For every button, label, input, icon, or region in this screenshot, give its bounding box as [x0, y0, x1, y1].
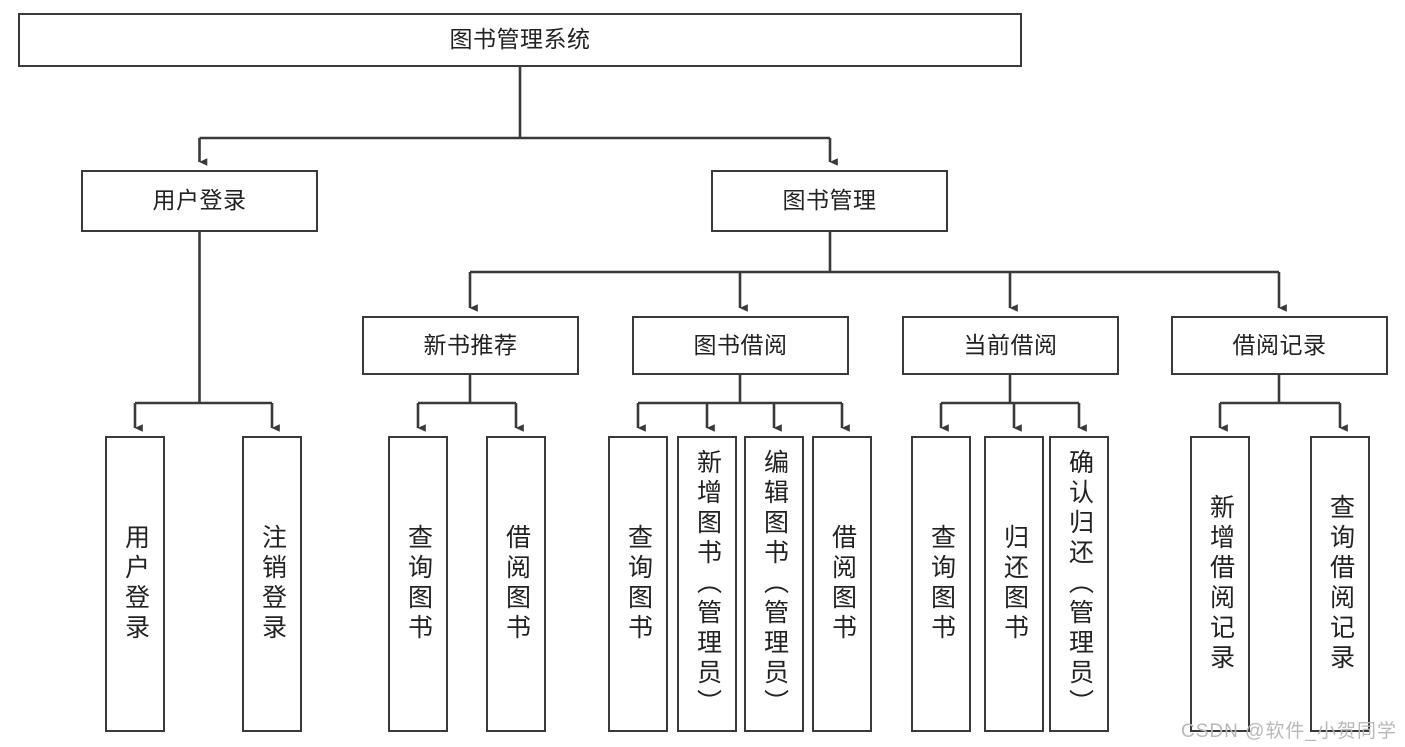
node-leaf-add-book-label: 新增图书（管理员） [693, 449, 722, 719]
node-leaf-confirm-return-label: 确认归还（管理员） [1065, 449, 1094, 719]
node-leaf-borrow-book-2-label: 借阅图书 [828, 524, 857, 644]
node-current-borrow[interactable]: 当前借阅 [902, 316, 1119, 375]
node-leaf-return-book[interactable]: 归还图书 [984, 436, 1044, 732]
node-leaf-edit-book-label: 编辑图书（管理员） [760, 449, 789, 719]
node-leaf-query-record-label: 查询借阅记录 [1326, 494, 1355, 674]
node-leaf-borrow-book-2[interactable]: 借阅图书 [812, 436, 872, 732]
node-leaf-add-record[interactable]: 新增借阅记录 [1190, 436, 1250, 732]
node-leaf-query-book-1[interactable]: 查询图书 [388, 436, 448, 732]
node-leaf-query-record[interactable]: 查询借阅记录 [1310, 436, 1370, 732]
node-user-login[interactable]: 用户登录 [81, 170, 318, 232]
node-leaf-edit-book[interactable]: 编辑图书（管理员） [744, 436, 804, 732]
node-user-login-label: 用户登录 [152, 187, 247, 214]
node-leaf-logout-label: 注销登录 [258, 524, 287, 644]
node-leaf-query-book-3[interactable]: 查询图书 [911, 436, 971, 732]
node-root[interactable]: 图书管理系统 [18, 13, 1022, 67]
node-leaf-add-book[interactable]: 新增图书（管理员） [677, 436, 737, 732]
node-leaf-user-login-label: 用户登录 [121, 524, 150, 644]
node-current-borrow-label: 当前借阅 [963, 331, 1058, 358]
node-leaf-confirm-return[interactable]: 确认归还（管理员） [1049, 436, 1109, 732]
node-leaf-query-book-1-label: 查询图书 [404, 524, 433, 644]
node-leaf-logout[interactable]: 注销登录 [242, 436, 302, 732]
node-borrow-record-label: 借阅记录 [1232, 331, 1327, 358]
node-leaf-query-book-2-label: 查询图书 [624, 524, 653, 644]
node-book-manage-label: 图书管理 [782, 187, 877, 214]
node-new-book-rec[interactable]: 新书推荐 [362, 316, 579, 375]
node-leaf-add-record-label: 新增借阅记录 [1206, 494, 1235, 674]
node-new-book-rec-label: 新书推荐 [423, 331, 518, 358]
node-book-borrow[interactable]: 图书借阅 [632, 316, 849, 375]
node-leaf-borrow-book-1[interactable]: 借阅图书 [486, 436, 546, 732]
node-leaf-query-book-3-label: 查询图书 [927, 524, 956, 644]
node-borrow-record[interactable]: 借阅记录 [1171, 316, 1388, 375]
node-leaf-return-book-label: 归还图书 [1000, 524, 1029, 644]
node-book-borrow-label: 图书借阅 [693, 331, 788, 358]
node-root-label: 图书管理系统 [449, 26, 591, 53]
watermark-text: CSDN @软件_小贺同学 [1181, 721, 1397, 742]
node-leaf-borrow-book-1-label: 借阅图书 [502, 524, 531, 644]
node-book-manage[interactable]: 图书管理 [711, 170, 948, 232]
node-leaf-query-book-2[interactable]: 查询图书 [608, 436, 668, 732]
node-leaf-user-login[interactable]: 用户登录 [105, 436, 165, 732]
